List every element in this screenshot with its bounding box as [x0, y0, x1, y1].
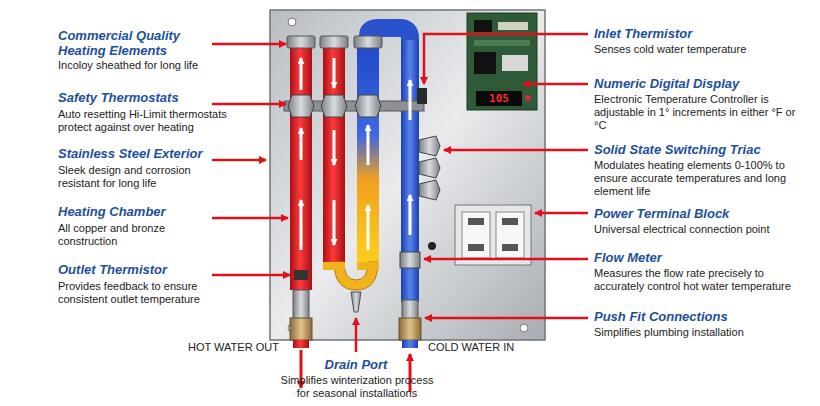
- callout-body: Modulates heating elements 0-100% to ens…: [594, 159, 809, 198]
- callout-heading: Stainless Steel Exterior: [58, 146, 208, 161]
- heating-elements: [290, 46, 379, 290]
- callout-heading: Outlet Thermistor: [58, 262, 208, 277]
- callout-heading: Commercial Quality Heating Elements: [58, 28, 208, 58]
- flow-label: HOT WATER OUT: [188, 341, 292, 354]
- callout-heading: Numeric Digital Display: [594, 76, 814, 91]
- outlet-thermistor: [294, 270, 308, 280]
- element-caps: [287, 36, 382, 48]
- callout-body: All copper and bronze construction: [58, 222, 198, 248]
- callout-body: Auto resetting Hi-Limit thermostats prot…: [58, 108, 238, 134]
- callout-body: Incoloy sheathed for long life: [58, 59, 218, 72]
- flow-meter: [400, 252, 420, 268]
- steel-panel: [270, 10, 545, 340]
- safety-thermostats: [284, 95, 424, 117]
- callout-heading: Solid State Switching Triac: [594, 142, 814, 157]
- callout-body: Provides feedback to ensure consistent o…: [58, 280, 208, 306]
- callout-body: Universal electrical connection point: [594, 223, 814, 236]
- terminal-block: [455, 205, 531, 265]
- triacs: [419, 136, 440, 200]
- callout-heading: Safety Thermostats: [58, 90, 208, 105]
- callout-body: Simplifies plumbing installation: [594, 326, 814, 339]
- callout-body: Senses cold water temperature: [594, 43, 814, 56]
- callout-heading: Power Terminal Block: [594, 206, 814, 221]
- cold-inlet-pipe: [368, 28, 419, 302]
- display-digits: 105: [483, 93, 515, 105]
- flow-arrows: [301, 58, 410, 250]
- flow-label: COLD WATER IN: [428, 341, 538, 354]
- callout-body: Electronic Temperature Controller is adj…: [594, 93, 809, 132]
- callout-heading: Inlet Thermistor: [594, 26, 814, 41]
- callout-heading: Push Fit Connections: [594, 309, 814, 324]
- mounting-holes: [288, 18, 528, 332]
- leader-lines: [212, 34, 588, 352]
- drain-port: [351, 292, 361, 312]
- inlet-thermistor: [417, 88, 427, 104]
- callout-body: Simplifies winterization process for sea…: [276, 374, 438, 400]
- callout-heading: Heating Chamber: [58, 204, 208, 219]
- cold-in-arrow: [409, 354, 412, 392]
- callout-body: Sleek design and corrosion resistant for…: [58, 164, 218, 190]
- temperature-controller: [467, 13, 537, 110]
- callout-body: Measures the flow rate precisely to accu…: [594, 267, 804, 293]
- reset-button: [428, 242, 436, 250]
- callout-heading: Drain Port: [300, 357, 412, 372]
- callout-heading: Flow Meter: [594, 250, 814, 265]
